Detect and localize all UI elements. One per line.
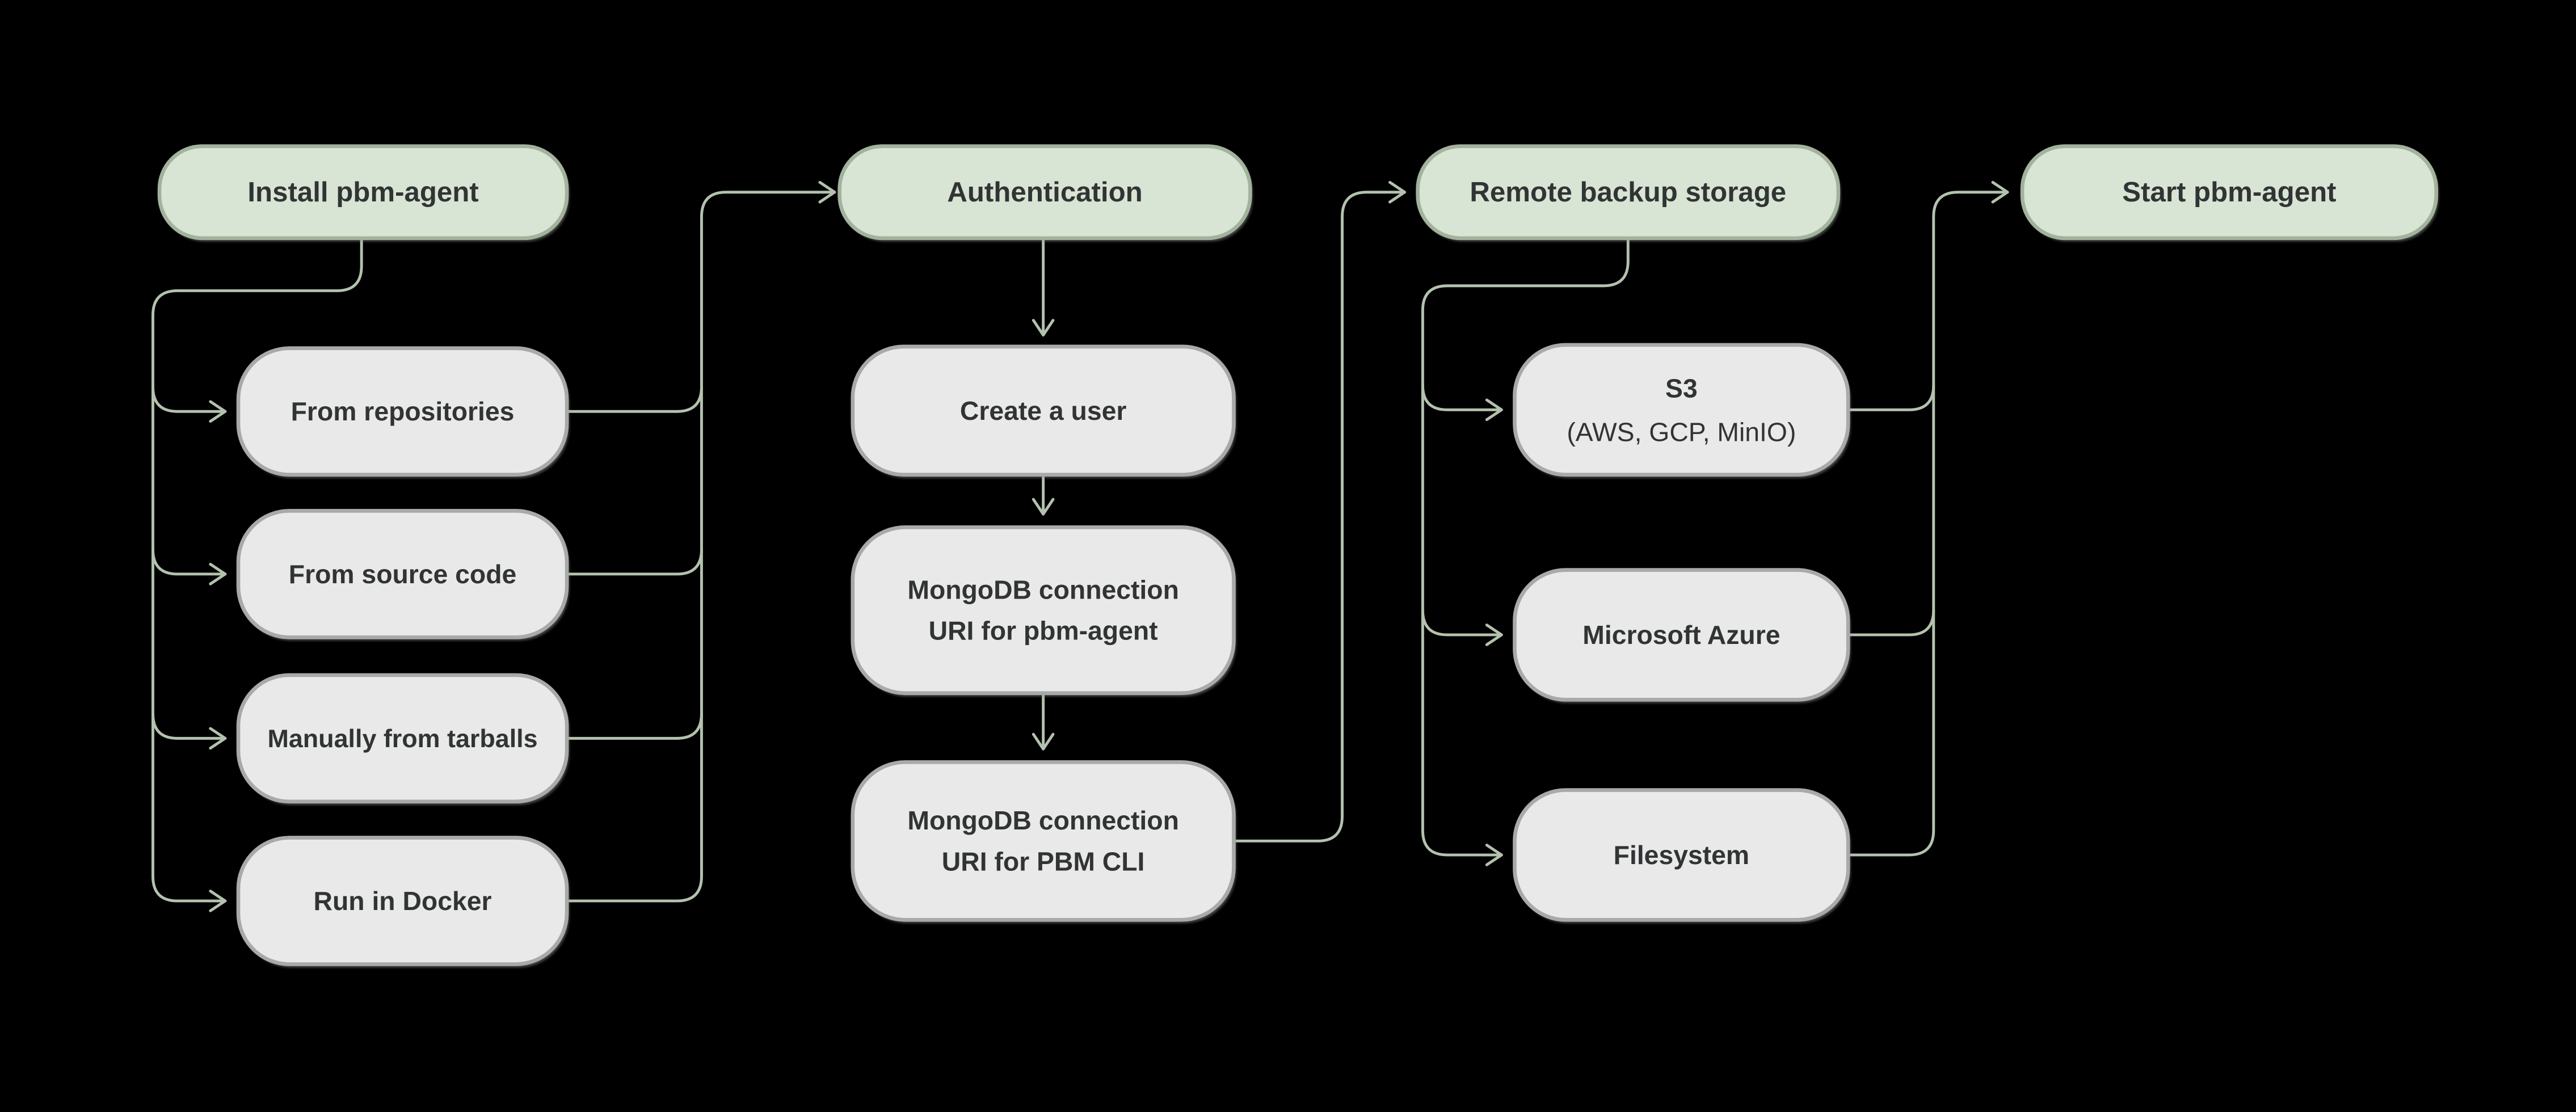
node-s3-border [1513, 343, 1850, 477]
node-from-repositories-shape [238, 348, 567, 475]
node-mongodb-uri-pbm-agent-label-line1: MongoDB connection [907, 575, 1179, 604]
node-mongodb-uri-pbm-cli-shape [852, 762, 1234, 920]
node-run-in-docker-border [236, 836, 569, 966]
edge-install-to-tarballs [151, 712, 227, 750]
edge-install-to-repositories [151, 385, 227, 423]
node-mongodb-uri-pbm-agent-shape [852, 527, 1234, 693]
edge-filesystem-to-start [1846, 180, 2009, 857]
node-microsoft-azure-border [1513, 568, 1850, 702]
node-create-a-user-label: Create a user [960, 396, 1126, 426]
node-mongodb-uri-pbm-cli: MongoDB connection URI for PBM CLI [851, 760, 1236, 922]
node-install-pbm-agent-shape [159, 146, 567, 238]
edge-s3-join [1846, 384, 1935, 411]
node-start-pbm-agent-border [2020, 144, 2439, 241]
edge-install-to-docker [151, 237, 363, 912]
node-mongodb-uri-pbm-agent-border [851, 525, 1236, 696]
node-remote-backup-storage-label: Remote backup storage [1470, 176, 1786, 208]
node-from-source-code: From source code [236, 509, 569, 639]
node-run-in-docker-shape [238, 837, 567, 964]
node-s3-label-line2: (AWS, GCP, MinIO) [1567, 417, 1796, 447]
edge-source-join [565, 547, 703, 576]
node-start-pbm-agent: Start pbm-agent [2020, 144, 2439, 241]
node-authentication: Authentication [837, 144, 1252, 241]
node-mongodb-uri-pbm-agent-label-line2: URI for pbm-agent [929, 616, 1158, 646]
node-install-pbm-agent-border [157, 144, 569, 241]
node-start-pbm-agent-shape [2022, 146, 2436, 238]
node-create-a-user-shape [852, 346, 1234, 475]
node-manually-from-tarballs-label: Manually from tarballs [267, 724, 537, 753]
edge-docker-to-auth [565, 180, 836, 903]
edge-azure-join [1846, 609, 1935, 637]
node-remote-backup-storage-border [1416, 144, 1841, 241]
node-mongodb-uri-pbm-cli-border [851, 760, 1236, 922]
node-mongodb-uri-pbm-agent: MongoDB connection URI for pbm-agent [851, 525, 1236, 696]
node-filesystem: Filesystem [1513, 788, 1850, 922]
node-run-in-docker-label: Run in Docker [314, 886, 492, 916]
node-authentication-shape [839, 146, 1251, 238]
node-s3: S3 (AWS, GCP, MinIO) [1513, 343, 1850, 477]
node-microsoft-azure: Microsoft Azure [1513, 568, 1850, 702]
node-run-in-docker: Run in Docker [236, 836, 569, 966]
edge-tarballs-join [565, 712, 703, 740]
node-filesystem-border [1513, 788, 1850, 922]
node-s3-label-line1: S3 [1665, 374, 1698, 403]
node-install-pbm-agent-label: Install pbm-agent [247, 176, 478, 208]
node-from-repositories-border [236, 346, 569, 477]
node-manually-from-tarballs-shape [238, 675, 567, 802]
node-authentication-label: Authentication [947, 176, 1142, 208]
node-filesystem-shape [1514, 790, 1849, 920]
node-from-repositories: From repositories [236, 346, 569, 477]
edge-repositories-join [565, 385, 703, 413]
connectors [151, 180, 2009, 912]
node-from-repositories-label: From repositories [291, 397, 515, 426]
node-remote-backup-storage: Remote backup storage [1416, 144, 1841, 241]
node-mongodb-uri-pbm-cli-label-line2: URI for PBM CLI [942, 846, 1145, 876]
node-manually-from-tarballs: Manually from tarballs [236, 673, 569, 804]
node-mongodb-uri-pbm-cli-label-line1: MongoDB connection [907, 806, 1179, 835]
node-s3-shape [1514, 344, 1849, 475]
node-remote-backup-storage-shape [1417, 146, 1838, 238]
node-create-a-user-border [851, 344, 1236, 477]
node-start-pbm-agent-label: Start pbm-agent [2122, 176, 2336, 208]
edge-storage-to-azure [1421, 609, 1503, 646]
node-create-a-user: Create a user [851, 344, 1236, 477]
node-microsoft-azure-label: Microsoft Azure [1582, 620, 1780, 650]
node-authentication-border [837, 144, 1252, 241]
node-manually-from-tarballs-border [236, 673, 569, 804]
node-filesystem-label: Filesystem [1614, 840, 1749, 870]
node-from-source-code-shape [238, 511, 567, 638]
edge-storage-to-filesystem [1421, 237, 1630, 866]
node-from-source-code-border [236, 509, 569, 639]
edge-uri-cli-to-storage [1232, 180, 1407, 843]
node-microsoft-azure-shape [1514, 570, 1849, 700]
edge-install-to-source [151, 547, 227, 586]
node-install-pbm-agent: Install pbm-agent [157, 144, 569, 241]
node-from-source-code-label: From source code [289, 559, 516, 589]
edge-storage-to-s3 [1421, 384, 1503, 422]
